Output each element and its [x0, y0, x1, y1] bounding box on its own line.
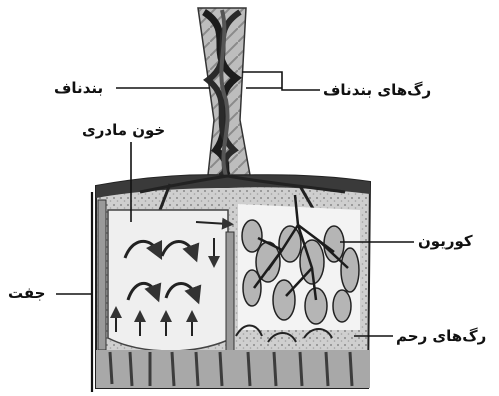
label-placenta: جفت [8, 286, 46, 301]
label-umbilical-vessels: رگ‌های بندناف [323, 83, 431, 98]
leader-umbilical-vessels [242, 72, 320, 90]
label-uterine-vessels: رگ‌های رحم [396, 329, 486, 344]
label-umbilical-cord: بندناف [54, 81, 103, 96]
umbilical-cord [198, 8, 250, 176]
label-chorion: کوریون [418, 234, 473, 249]
label-maternal-blood: خون مادری [82, 123, 165, 138]
